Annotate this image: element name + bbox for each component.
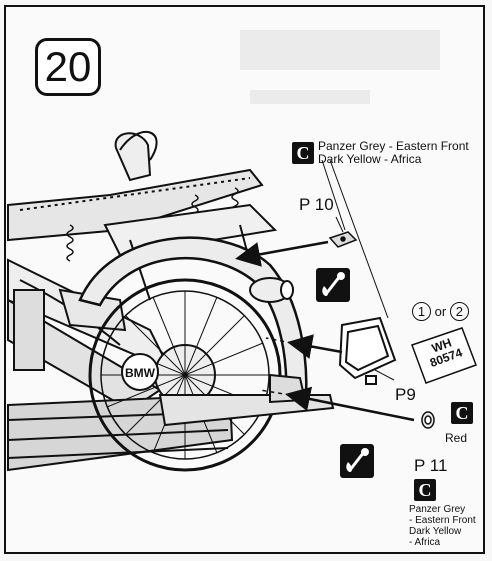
color-note-bottom-line4: - Africa (409, 537, 441, 548)
paint-code-badge: C (292, 142, 314, 164)
color-note-top-line1: Panzer Grey - Eastern Front (318, 139, 469, 153)
saddle-seat (7, 131, 264, 242)
step-frame (4, 5, 485, 554)
color-note-red: Red (445, 431, 468, 445)
guide-lines (259, 337, 293, 396)
license-plate-decal (411, 327, 477, 384)
option-1-circle: 1 (412, 302, 431, 321)
option-2-circle: 2 (449, 302, 469, 321)
color-note-bottom-line1: Panzer Grey (409, 504, 466, 515)
step-number: 20 (35, 38, 101, 96)
color-note-bottom-line2: - Eastern Front (409, 515, 476, 526)
part-p9-shape (338, 316, 397, 385)
color-note-bottom-line3: Dark Yellow (409, 526, 462, 537)
bleed-through-print (240, 30, 440, 104)
color-note-top: Panzer Grey - Eastern Front Dark Yellow … (318, 140, 469, 166)
option-connector: or (434, 304, 447, 319)
part-p10-shape (328, 231, 358, 248)
tail-lamp-housing (249, 277, 294, 303)
paint-brush-drop-icon (316, 268, 350, 302)
paint-brush-drop-icon (340, 444, 374, 478)
svg-text:BMW: BMW (125, 366, 156, 380)
assembly-arrows (235, 240, 415, 422)
leader-lines (321, 159, 395, 381)
hub-logo: BMW (121, 353, 159, 391)
color-note-top-line2: Dark Yellow - Africa (318, 152, 422, 166)
rear-wheel (88, 278, 282, 472)
paint-code-badge: C (451, 402, 473, 424)
part-label-p11: P 11 (414, 456, 448, 475)
decal-choice: 1 or 2 (412, 302, 469, 321)
paint-code-badge: C (414, 479, 436, 501)
part-p11-shape (421, 411, 435, 429)
part-label-p10: P 10 (299, 195, 334, 214)
color-note-bottom: Panzer Grey - Eastern Front Dark Yellow … (409, 504, 476, 548)
part-label-p9: P9 (395, 385, 416, 404)
